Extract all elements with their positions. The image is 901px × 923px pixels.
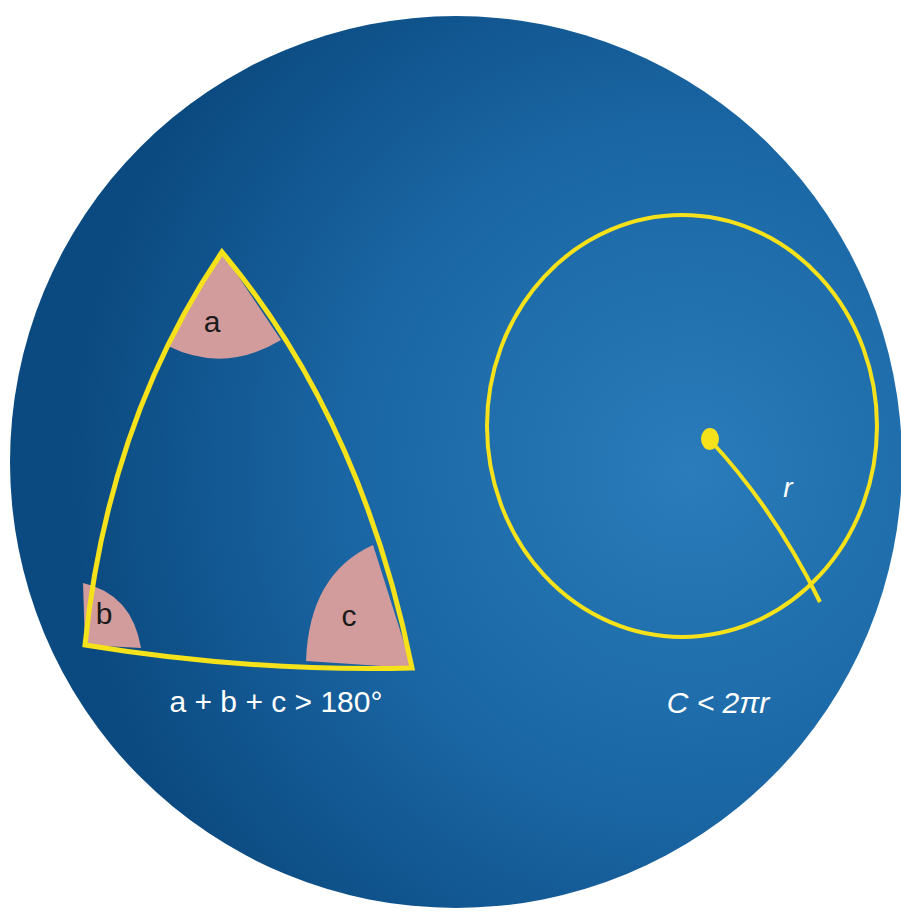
angle-label: b	[96, 599, 113, 629]
spherical-triangle	[85, 252, 412, 669]
center-dot	[701, 428, 719, 450]
angle-sum-formula: a + b + c > 180°	[170, 687, 383, 717]
radius-line	[710, 440, 820, 602]
circle-outline	[487, 215, 877, 637]
angle-label: c	[342, 601, 357, 631]
circumference-formula: C < 2πr	[667, 688, 770, 718]
radius-label: r	[783, 474, 792, 502]
sphere	[10, 16, 901, 908]
angle-label: a	[204, 307, 221, 337]
